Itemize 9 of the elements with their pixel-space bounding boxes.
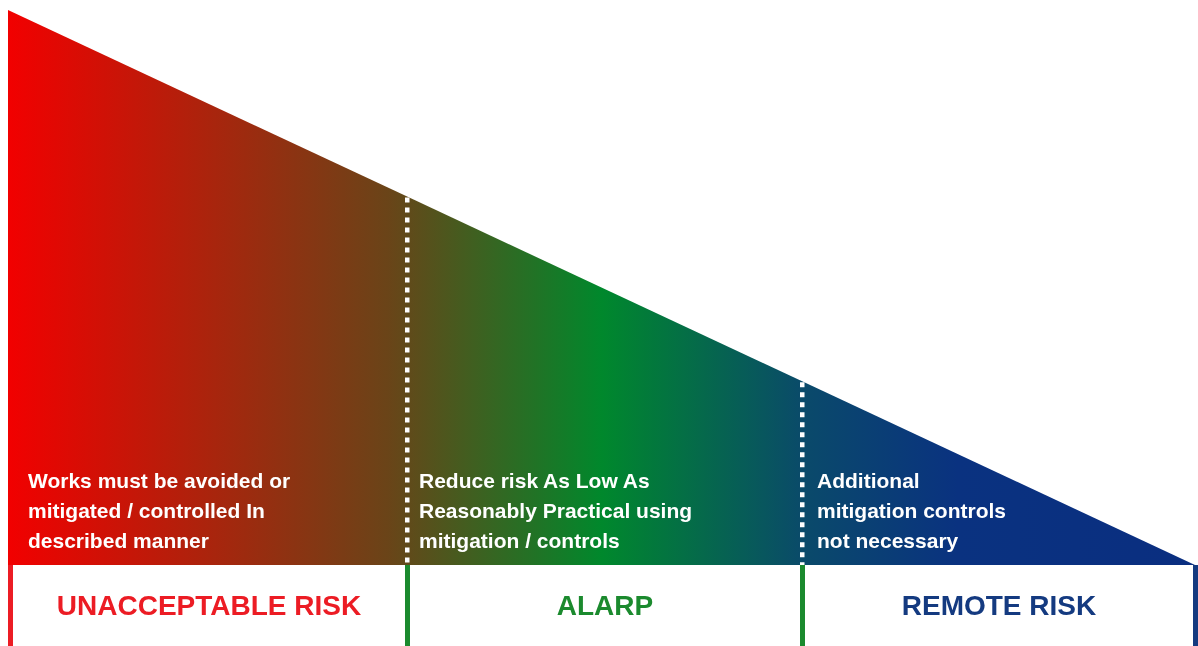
category-label: UNACCEPTABLE RISK [55, 589, 363, 622]
risk-zone [800, 380, 1195, 565]
zone-description: Reduce risk As Low As Reasonably Practical using mitigation / controls [419, 468, 694, 554]
risk-zone [8, 10, 405, 565]
zone-description: Works must be avoided or mitigated / controlled In described manner [28, 468, 292, 554]
category-label: ALARP [555, 589, 655, 622]
category-label: REMOTE RISK [900, 589, 1098, 622]
risk-category-panel [800, 565, 1198, 646]
zone-description: Additional mitigation controls not necessary [817, 468, 1007, 554]
